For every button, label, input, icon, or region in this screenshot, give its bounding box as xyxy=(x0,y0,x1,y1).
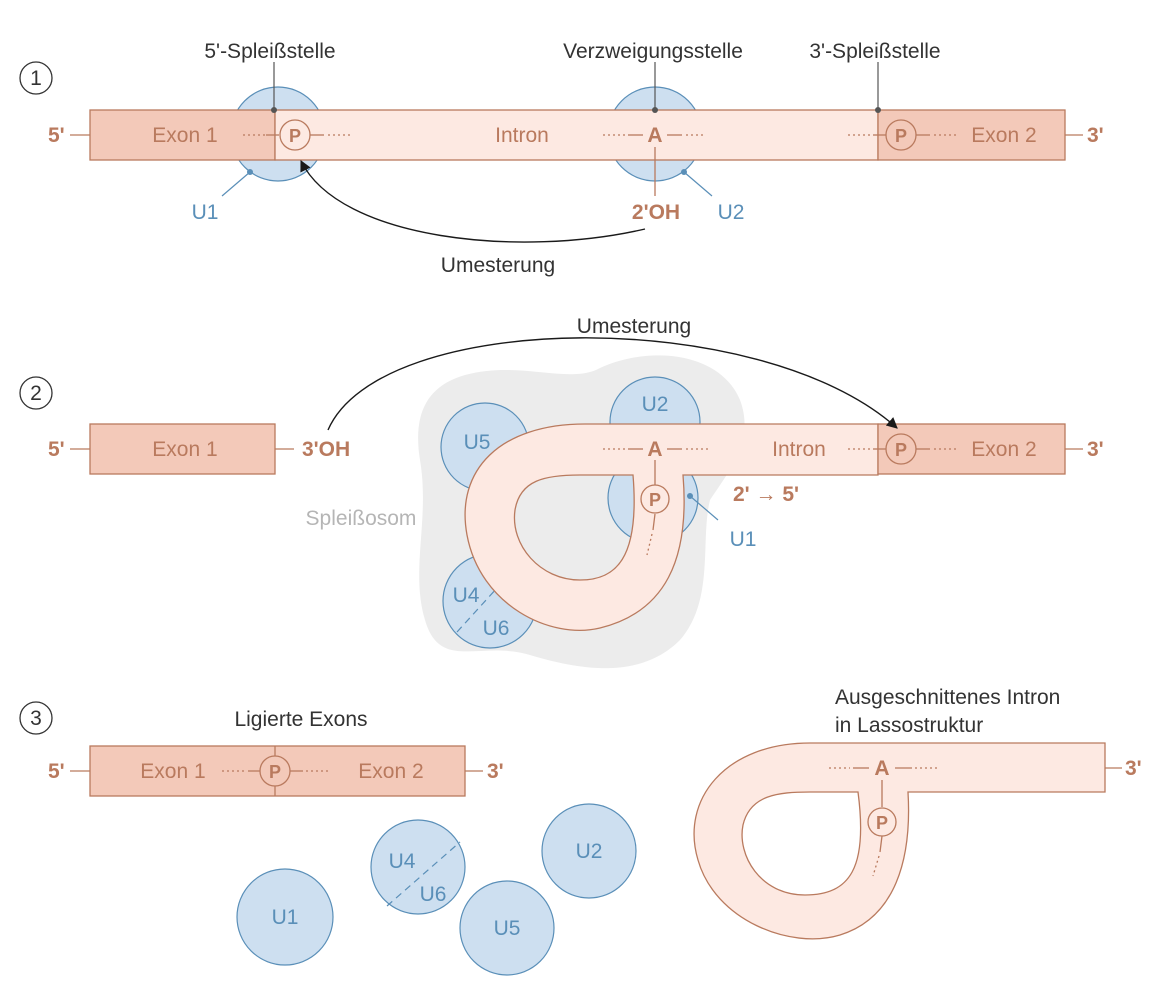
svg-text:P: P xyxy=(269,762,281,782)
u2-label: U2 xyxy=(718,201,745,224)
lariat-intron-2 xyxy=(464,423,879,631)
branch-point-label: Verzweigungsstelle xyxy=(563,40,743,63)
transesterification-arrow-2 xyxy=(327,337,898,431)
svg-text:1: 1 xyxy=(30,67,42,90)
phosphate-branch xyxy=(640,484,670,514)
svg-text:2: 2 xyxy=(30,382,42,405)
svg-text:U4: U4 xyxy=(389,850,416,873)
branch-adenosine: A xyxy=(647,438,662,461)
excised-lariat-intron xyxy=(693,742,1106,940)
three-prime-end: 3' xyxy=(1087,124,1104,147)
transesterification-arrow-1 xyxy=(300,159,646,243)
step-2-marker: 2 xyxy=(19,376,53,410)
hydroxyl-label: 2'OH xyxy=(632,201,680,224)
three-prime-end: 3' xyxy=(1087,438,1104,461)
intron-label: Intron xyxy=(495,124,549,147)
exon-1-box xyxy=(89,423,276,475)
svg-text:U6: U6 xyxy=(483,617,510,640)
svg-text:U5: U5 xyxy=(494,917,521,940)
lariat-branch-adenosine: A xyxy=(874,757,889,780)
svg-text:P: P xyxy=(895,440,907,460)
three-splice-site-label: 3'-Spleißstelle xyxy=(809,40,940,63)
exon-1-label: Exon 1 xyxy=(152,438,217,461)
u4-u6-snrnp xyxy=(370,819,466,915)
lariat-title-line-1: Ausgeschnittenes Intron xyxy=(835,686,1060,709)
reaction-label-2: Umesterung xyxy=(577,315,691,338)
svg-text:U2: U2 xyxy=(576,840,603,863)
svg-text:P: P xyxy=(876,813,888,833)
five-prime-end: 5' xyxy=(48,124,65,147)
free-3oh-label: 3'OH xyxy=(302,438,350,461)
svg-text:P: P xyxy=(289,126,301,146)
u2-snrnp xyxy=(541,803,637,899)
panel-1: 1 5' 3' Exon 1 Intron Exon 2 P A 2'OH xyxy=(19,40,1104,277)
five-prime-end: 5' xyxy=(48,760,65,783)
exon-1-label: Exon 1 xyxy=(152,124,217,147)
svg-text:U5: U5 xyxy=(464,431,491,454)
linkage-label: 2' → 5' xyxy=(733,483,799,506)
svg-text:3: 3 xyxy=(30,707,42,730)
intron-label: Intron xyxy=(772,438,826,461)
svg-text:U6: U6 xyxy=(420,883,447,906)
exon-2-label: Exon 2 xyxy=(971,124,1036,147)
svg-text:U2: U2 xyxy=(642,393,669,416)
u1-snrnp xyxy=(236,868,334,966)
lariat-title-line-2: in Lassostruktur xyxy=(835,714,983,737)
svg-text:P: P xyxy=(649,490,661,510)
svg-text:U4: U4 xyxy=(453,584,480,607)
panel-3: 3 Ligierte Exons 5' Exon 1 P Exon 2 3' U… xyxy=(19,686,1142,976)
u5-snrnp xyxy=(459,880,555,976)
five-splice-site-label: 5'-Spleißstelle xyxy=(204,40,335,63)
ligated-exons-title: Ligierte Exons xyxy=(234,708,367,731)
intron-box xyxy=(274,109,879,161)
u1-label: U1 xyxy=(730,528,757,551)
svg-text:P: P xyxy=(895,126,907,146)
step-1-marker: 1 xyxy=(19,61,53,95)
u1-label: U1 xyxy=(192,201,219,224)
reaction-label-1: Umesterung xyxy=(441,254,555,277)
spliceosome-label: Spleißosom xyxy=(306,507,417,530)
exon-2-label: Exon 2 xyxy=(971,438,1036,461)
lariat-three-prime-end: 3' xyxy=(1125,757,1142,780)
step-3-marker: 3 xyxy=(19,701,53,735)
three-prime-end: 3' xyxy=(487,760,504,783)
five-prime-end: 5' xyxy=(48,438,65,461)
panel-2: 2 Spleißosom U5 U2 U4 U6 5' Exon 1 3'OH … xyxy=(19,315,1104,669)
exon-1-label: Exon 1 xyxy=(140,760,205,783)
svg-text:U1: U1 xyxy=(272,906,299,929)
branch-adenosine: A xyxy=(647,124,662,147)
exon-2-label: Exon 2 xyxy=(358,760,423,783)
